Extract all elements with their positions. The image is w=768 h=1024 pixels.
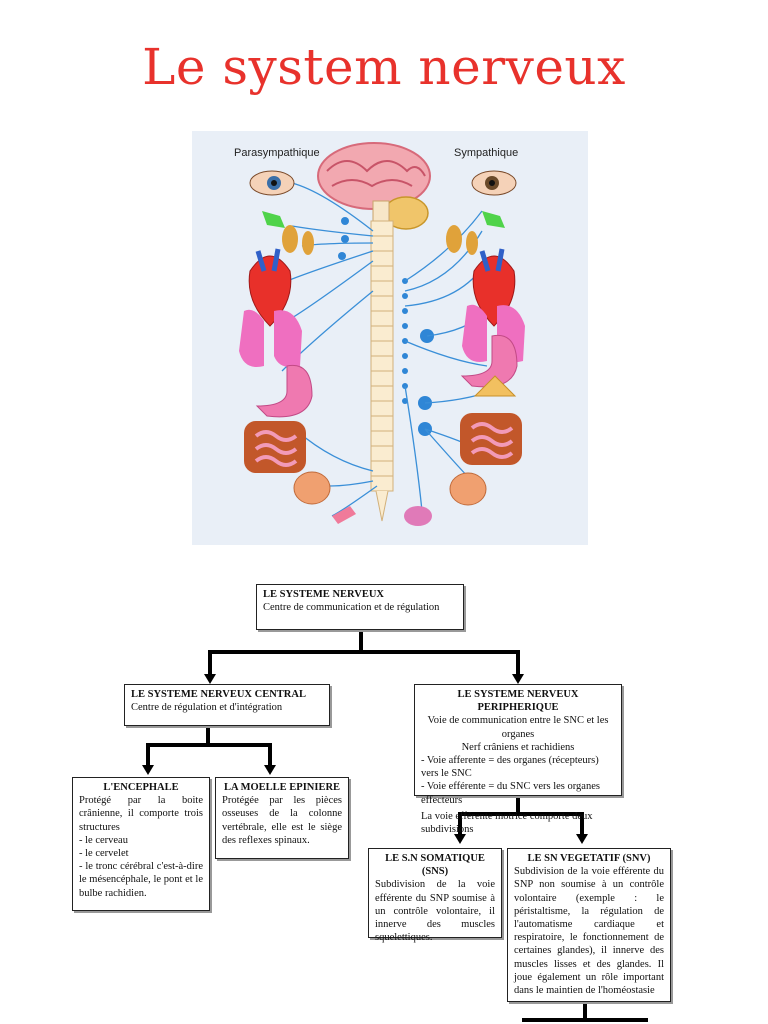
- snp-box: LE SYSTEME NERVEUX PERIPHERIQUE Voie de …: [414, 684, 622, 835]
- spinal-cord-icon: [370, 220, 394, 522]
- encephale-item-1: - le cerveau: [79, 834, 128, 846]
- connector: [359, 629, 363, 653]
- connector: [522, 1018, 648, 1022]
- connector: [146, 743, 150, 765]
- arrow-icon: [264, 765, 276, 775]
- moelle-body: Protégée par les pièces osseuses de la c…: [222, 795, 342, 846]
- snp-line2: Nerf crâniens et rachidiens: [461, 741, 575, 753]
- snp-line1: Voie de communication entre le SNC et le…: [427, 715, 609, 740]
- snp-line4: - Voie efférente = du SNC vers les organ…: [421, 781, 600, 806]
- genital-icon: [404, 506, 432, 526]
- connector: [516, 650, 520, 674]
- arrow-icon: [204, 674, 216, 684]
- encephale-title: L'ENCEPHALE: [103, 782, 179, 793]
- bladder-icon: [449, 472, 487, 506]
- moelle-box: LA MOELLE EPINIERE Protégée par les pièc…: [215, 777, 349, 859]
- connector: [268, 743, 272, 765]
- lung-icon: [462, 304, 487, 362]
- eye-icon: [249, 170, 295, 196]
- lung-icon: [239, 309, 264, 367]
- connector: [583, 1002, 587, 1020]
- eye-icon: [471, 170, 517, 196]
- snc-title: LE SYSTEME NERVEUX CENTRAL: [131, 689, 306, 700]
- arrow-icon: [576, 834, 588, 844]
- page-title: Le system nerveux: [142, 38, 626, 96]
- arrow-icon: [142, 765, 154, 775]
- snv-title: LE SN VEGETATIF (SNV): [527, 853, 651, 864]
- sympathetic-label: Sympathique: [454, 147, 519, 159]
- parasympathetic-label: Parasympathique: [234, 147, 320, 159]
- connector: [516, 795, 520, 815]
- sns-box: LE S.N SOMATIQUE (SNS) Subdivision de la…: [368, 848, 502, 943]
- root-box: LE SYSTEME NERVEUX Centre de communicati…: [256, 584, 464, 630]
- snc-box: LE SYSTEME NERVEUX CENTRAL Centre de rég…: [124, 684, 330, 726]
- illustration-drawing: [239, 142, 525, 526]
- connector: [580, 812, 584, 834]
- connector: [208, 650, 212, 674]
- snp-title: LE SYSTEME NERVEUX PERIPHERIQUE: [457, 689, 579, 714]
- sns-title: LE S.N SOMATIQUE (SNS): [385, 853, 485, 878]
- root-title: LE SYSTEME NERVEUX: [263, 589, 384, 600]
- connector: [458, 812, 462, 834]
- encephale-body: Protégé par la boite crânienne, il compo…: [79, 795, 203, 833]
- sns-body: Subdivision de la voie efférente du SNP …: [375, 879, 495, 944]
- encephale-box: L'ENCEPHALE Protégé par la boite crânien…: [72, 777, 210, 911]
- stomach-icon: [255, 364, 313, 418]
- encephale-item-3: - le tronc cérébral c'est-à-dire le mése…: [79, 861, 203, 899]
- heart-icon: [248, 255, 292, 327]
- connector: [146, 743, 272, 747]
- snv-box: LE SN VEGETATIF (SNV) Subdivision de la …: [507, 848, 671, 1002]
- connector: [458, 812, 584, 816]
- encephale-item-2: - le cervelet: [79, 848, 129, 860]
- connector: [206, 725, 210, 746]
- gland-icon: [262, 211, 285, 228]
- nervous-system-illustration: Parasympathique Sympathique: [192, 131, 588, 545]
- pancreas-icon: [473, 375, 517, 397]
- root-subtitle: Centre de communication et de régulation: [263, 602, 440, 614]
- connector: [208, 650, 520, 654]
- genital-icon: [332, 506, 356, 524]
- snv-body: Subdivision de la voie efférente du SNP …: [514, 866, 664, 997]
- moelle-title: LA MOELLE EPINIERE: [223, 782, 341, 793]
- bladder-icon: [293, 471, 331, 505]
- arrow-icon: [512, 674, 524, 684]
- gland-icon: [482, 211, 505, 228]
- snp-line3: - Voie afferente = des organes (récepteu…: [421, 755, 599, 780]
- arrow-icon: [454, 834, 466, 844]
- snp-line5: La voie efférente motrice comporte deux …: [421, 810, 593, 836]
- snc-subtitle: Centre de régulation et d'intégration: [131, 702, 283, 714]
